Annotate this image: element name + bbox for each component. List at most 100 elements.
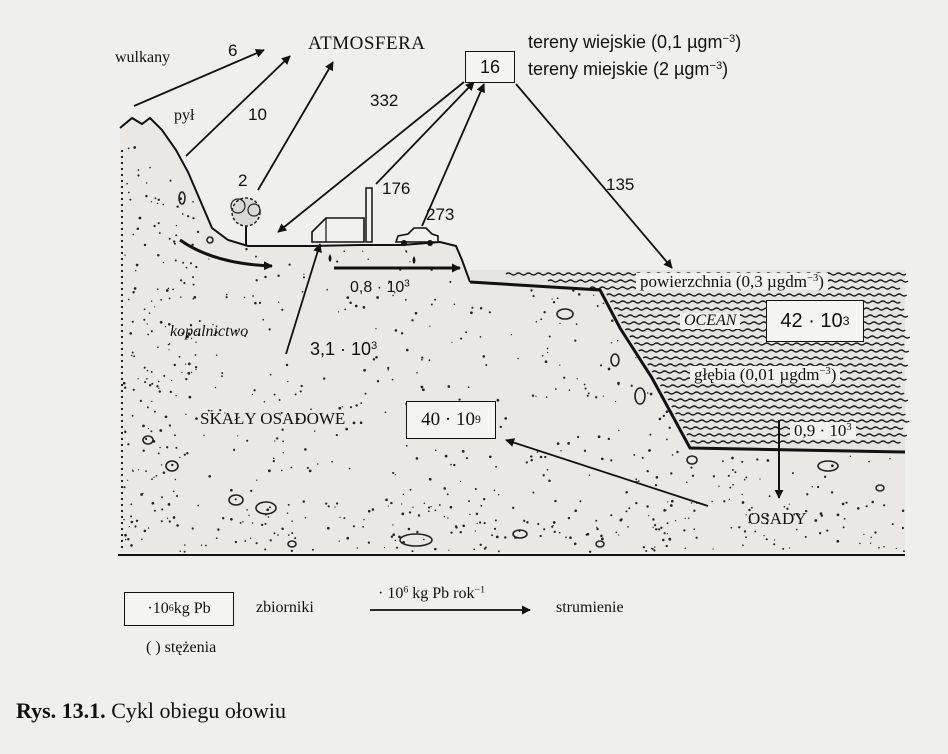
speckle-dot [411,319,414,322]
speckle-dot [495,535,499,539]
speckle-dot [660,526,663,529]
speckle-dot [615,531,618,534]
speckle-dot [667,501,669,503]
speckle-dot [523,519,526,522]
speckle-dot [741,460,744,463]
speckle-dot [891,523,894,526]
speckle-dot [140,493,143,496]
speckle-dot [817,485,820,489]
speckle-dot [565,536,567,539]
speckle-dot [175,446,178,449]
speckle-dot [475,512,479,516]
speckle-dot [214,330,218,334]
speckle-dot [158,387,160,389]
rural-text: tereny wiejskie (0,1 µgm [528,32,723,52]
speckle-dot [479,521,482,524]
speckle-dot [362,250,364,252]
wave-line [642,356,904,360]
speckle-dot [183,453,186,456]
speckle-dot [491,534,494,537]
speckle-dot [843,517,846,520]
wave-line [659,384,901,388]
speckle-dot [188,395,192,399]
speckle-dot [655,528,658,531]
speckle-dot [669,504,673,507]
speckle-dot [339,516,341,518]
speckle-dot [162,471,166,474]
speckle-dot [674,520,677,522]
speckle-dot [191,527,194,530]
speckle-dot [281,308,284,311]
speckle-dot [150,201,153,203]
speckle-dot [258,301,262,304]
speckle-dot [553,530,556,534]
speckle-dot [730,526,733,529]
speckle-dot [349,301,352,305]
speckle-dot [485,364,488,366]
speckle-dot [429,325,431,327]
speckle-dot [290,466,293,469]
speckle-dot [147,527,150,529]
speckle-dot [597,435,601,439]
speckle-dot [392,294,394,297]
speckle-dot [836,539,840,543]
speckle-dot [831,464,834,468]
speckle-dot [434,547,437,551]
speckle-dot [684,547,687,549]
speckle-dot [646,392,649,394]
speckle-dot [237,435,239,437]
speckle-dot [483,547,486,550]
speckle-dot [388,280,391,283]
wave-line [678,419,910,423]
speckle-dot [428,477,432,481]
speckle-dot [665,544,668,548]
speckle-dot [135,263,139,267]
speckle-dot [159,446,161,449]
speckle-dot [195,417,198,420]
speckle-dot [375,328,377,330]
speckle-dot [427,506,431,509]
speckle-dot [150,370,153,373]
speckle-dot [129,332,133,335]
speckle-dot [743,530,747,533]
speckle-dot [255,255,257,258]
speckle-dot [548,335,551,338]
speckle-dot [182,261,185,264]
speckle-dot [666,522,669,525]
speckle-dot [173,363,176,367]
speckle-dot [404,298,407,301]
speckle-dot [160,464,163,466]
speckle-dot [165,289,169,292]
speckle-dot [766,459,770,462]
arrow-traffic [421,83,485,227]
speckle-dot [693,528,696,531]
speckle-dot [556,442,560,445]
speckle-dot [471,306,474,309]
speckle-dot [587,392,590,395]
speckle-dot [197,504,200,507]
speckle-dot [756,458,759,461]
speckle-dot [176,205,179,208]
speckle-dot [341,406,344,408]
speckle-dot [473,548,476,551]
speckle-dot [823,475,827,478]
speckle-dot [883,546,885,548]
speckle-dot [535,320,538,323]
speckle-dot [683,529,686,532]
speckle-dot [394,474,397,476]
speckle-dot [555,388,557,390]
speckle-dot [255,279,258,282]
speckle-dot [164,415,168,419]
speckle-dot [531,394,535,397]
caption-text: Cykl obiegu ołowiu [105,698,286,723]
speckle-dot [322,377,326,380]
speckle-dot [214,386,217,389]
speckle-dot [610,514,613,517]
speckle-dot [134,525,137,528]
speckle-dot [690,466,693,469]
speckle-dot [132,233,135,236]
speckle-dot [364,392,367,395]
speckle-dot [192,201,194,203]
